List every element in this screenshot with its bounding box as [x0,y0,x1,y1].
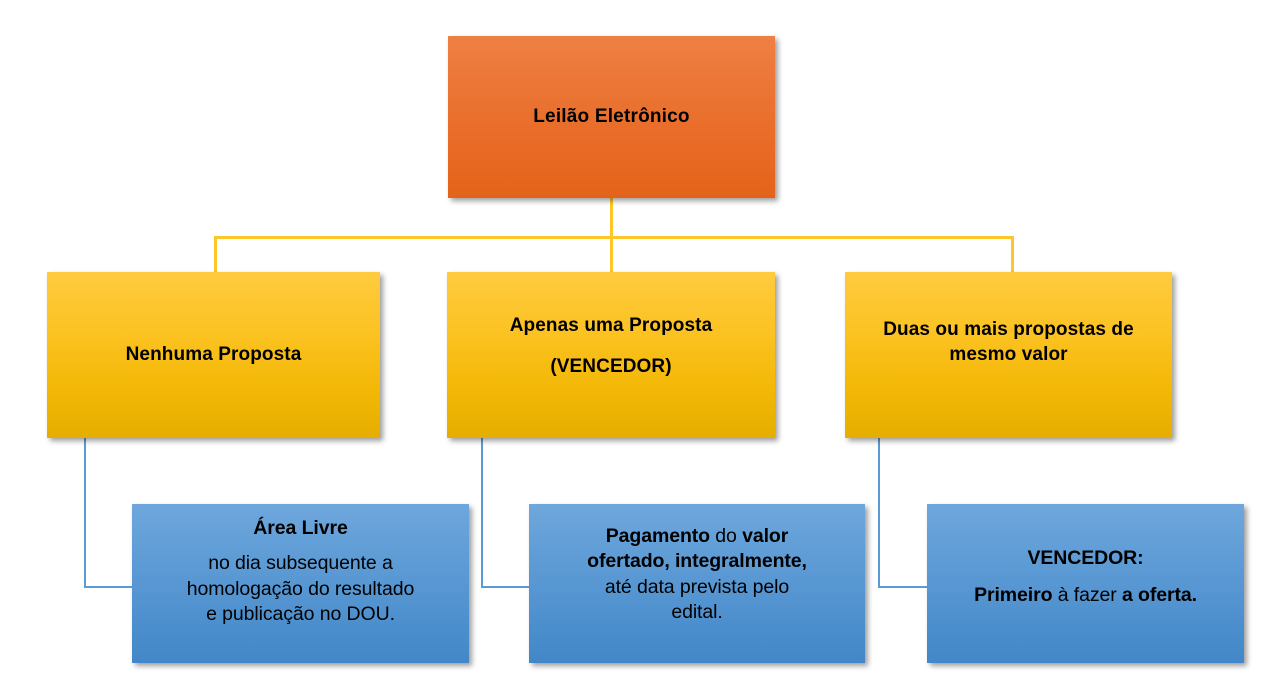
node-apenas-uma-proposta-label-line-2: (VENCEDOR) [550,355,672,377]
node-area-livre[interactable]: Área Livre no dia subsequente a homologa… [132,504,469,663]
connector-leaf-3-horizontal [878,586,927,588]
node-vencedor-line-2: Primeiro à fazer a oferta. [974,584,1197,607]
node-area-livre-line-3: homologação do resultado [186,577,415,600]
node-pagamento-line-2: ofertado, integralmente, [587,550,807,573]
connector-leaf-3-vertical [878,437,880,588]
connector-leaf-1-vertical [84,437,86,588]
connector-root-stem [610,198,613,238]
connector-leaf-2-horizontal [481,586,529,588]
node-pagamento-line-3: até data prevista pelo [604,575,790,598]
connector-drop-branch-2 [610,236,613,274]
node-nenhuma-proposta[interactable]: Nenhuma Proposta [47,272,380,438]
node-duas-ou-mais-propostas[interactable]: Duas ou mais propostas de mesmo valor [845,272,1172,438]
node-duas-ou-mais-propostas-label-line-1: Duas ou mais propostas de [883,319,1134,340]
connector-leaf-1-horizontal [84,586,134,588]
node-pagamento-line-4: edital. [671,601,723,624]
connector-leaf-2-vertical [481,437,483,588]
node-leilao-eletronico-label: Leilão Eletrônico [533,105,690,127]
node-vencedor-line-1: VENCEDOR: [1027,547,1144,569]
connector-drop-branch-3 [1011,236,1014,274]
connector-drop-branch-1 [214,236,217,274]
node-pagamento[interactable]: Pagamento do valor ofertado, integralmen… [529,504,865,663]
node-nenhuma-proposta-label-line-1: Nenhuma Proposta [125,343,302,365]
node-duas-ou-mais-propostas-label-line-2: mesmo valor [949,343,1068,365]
node-area-livre-line-1: Área Livre [253,517,348,539]
connector-root-horizontal [214,236,1014,239]
node-apenas-uma-proposta[interactable]: Apenas uma Proposta (VENCEDOR) [447,272,775,438]
node-vencedor[interactable]: VENCEDOR: Primeiro à fazer a oferta. [927,504,1244,663]
node-apenas-uma-proposta-label-line-1: Apenas uma Proposta [509,315,713,336]
node-area-livre-line-2: no dia subsequente a [208,552,393,575]
node-pagamento-line-1: Pagamento do valor [605,525,789,547]
node-area-livre-line-4: e publicação no DOU. [206,603,395,626]
node-leilao-eletronico[interactable]: Leilão Eletrônico [448,36,775,198]
